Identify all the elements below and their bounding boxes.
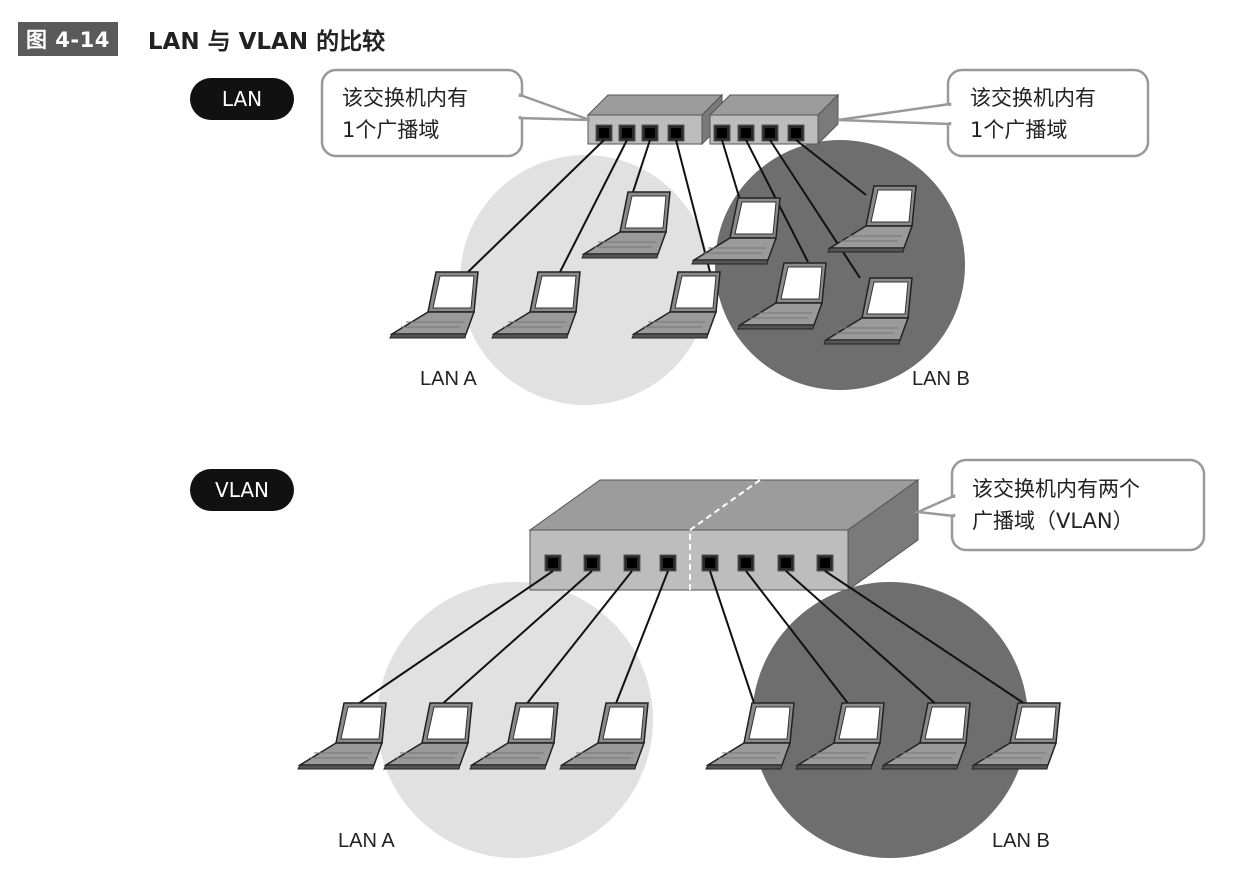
lan-left-callout-text: 该交换机内有 1个广播域 [342,82,468,146]
vlan-a-label: LAN A [338,830,395,852]
vlan-callout-text: 该交换机内有两个 广播域（VLAN） [972,473,1140,537]
lan-right-callout-text: 该交换机内有 1个广播域 [970,82,1096,146]
figure-header: 图 4-14 LAN 与 VLAN 的比较 [18,22,385,56]
lan-right-callout-pointer [837,102,952,126]
figure-title: LAN 与 VLAN 的比较 [147,29,386,55]
vlan-callout-pointer [913,494,956,518]
vlan-callout-line1: 该交换机内有两个 [972,477,1140,501]
lan-left-callout-line2: 1个广播域 [342,118,440,142]
lan-cables [467,139,867,279]
lan-right-callout-line2: 1个广播域 [970,118,1068,142]
figure-number: 图 4-14 [18,22,118,56]
lan-left-callout-line1: 该交换机内有 [342,86,468,110]
vlan-cables [354,570,1029,707]
lan-left-callout-pointer [518,93,591,122]
lan-b-zone [715,140,965,390]
vlan-b-label: LAN B [992,830,1050,852]
vlan-b-zone [752,582,1028,858]
lan-a-label: LAN A [420,368,477,390]
vlan-callout-line2: 广播域（VLAN） [972,509,1134,533]
vlan-tag: VLAN [190,469,294,511]
lan-a-zone [460,155,710,405]
lan-b-label: LAN B [912,368,970,390]
lan-right-callout-line1: 该交换机内有 [970,86,1096,110]
lan-tag: LAN [190,78,294,120]
